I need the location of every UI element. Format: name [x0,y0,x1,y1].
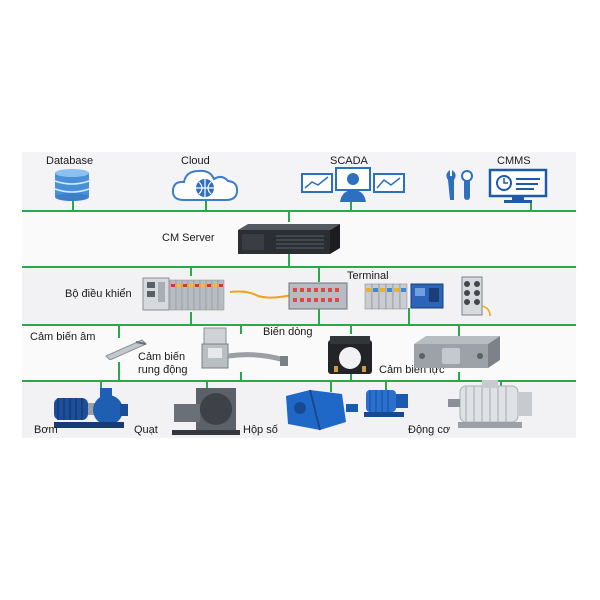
controller-label: Bộ điều khiển [65,288,132,300]
bus-drop [330,382,332,392]
bus-drop [190,268,192,276]
controller-icon [142,277,225,311]
electric-motor-icon [448,380,532,428]
gearbox-label: Hộp số [243,424,278,436]
remote-io-icon [461,276,491,317]
bus-drop [318,308,320,324]
fan-icon [172,388,240,435]
bus-drop [118,326,120,338]
server-icon [238,224,340,254]
bus-drop [118,362,120,380]
current-transformer-icon [328,336,372,374]
vibration-sensor-icon [201,327,288,369]
bus-drop [458,372,460,380]
cloud-label: Cloud [181,155,210,167]
band-top [22,152,576,210]
bus-drop [350,326,352,334]
acoustic-sensor-icon [105,339,147,360]
bus-drop [100,382,102,392]
bus-drop [350,198,352,210]
pump-label: Bơm [34,424,58,436]
vibration-sensor-label-line2: rung động [138,364,188,376]
motor-label: Động cơ [408,424,451,436]
cmms-label: CMMS [497,155,531,167]
bus-line-1 [22,210,576,212]
gearbox-icon [286,389,358,431]
bus-line-4 [22,380,576,382]
current-transformer-label: Biến dòng [263,326,313,338]
bus-drop [385,382,387,392]
bus-drop [205,200,207,210]
bus-drop [318,268,320,282]
bus-drop [240,326,242,334]
fan-label: Quạt [134,424,158,436]
cm-server-label: CM Server [162,232,215,244]
acoustic-sensor-label: Cảm biến âm [30,331,96,343]
bus-drop [288,212,290,222]
force-sensor-icon [414,336,500,368]
database-label: Database [46,155,94,167]
bus-drop [408,308,410,324]
gear-motor-icon [364,390,408,417]
bus-drop [350,372,352,380]
database-icon [54,169,90,201]
cable-line [229,290,297,299]
cloud-icon [171,169,239,201]
scada-icon [301,167,405,202]
bus-drop [240,372,242,380]
vibration-sensor-label-line1: Cảm biến [138,351,186,363]
cmms-icon [446,168,548,203]
terminal-label: Terminal [347,270,389,282]
scada-label: SCADA [330,155,368,167]
bus-line-2 [22,266,576,268]
gateway-module-icon [410,283,444,309]
io-module-icon [364,283,408,310]
bus-drop [206,382,208,392]
terminal-module-icon [288,282,348,310]
bus-line-3 [22,324,576,326]
bus-drop [190,312,192,324]
bus-drop [288,254,290,266]
bus-drop [458,326,460,336]
pump-icon [54,388,128,428]
bus-drop [530,200,532,210]
bus-drop [72,200,74,210]
